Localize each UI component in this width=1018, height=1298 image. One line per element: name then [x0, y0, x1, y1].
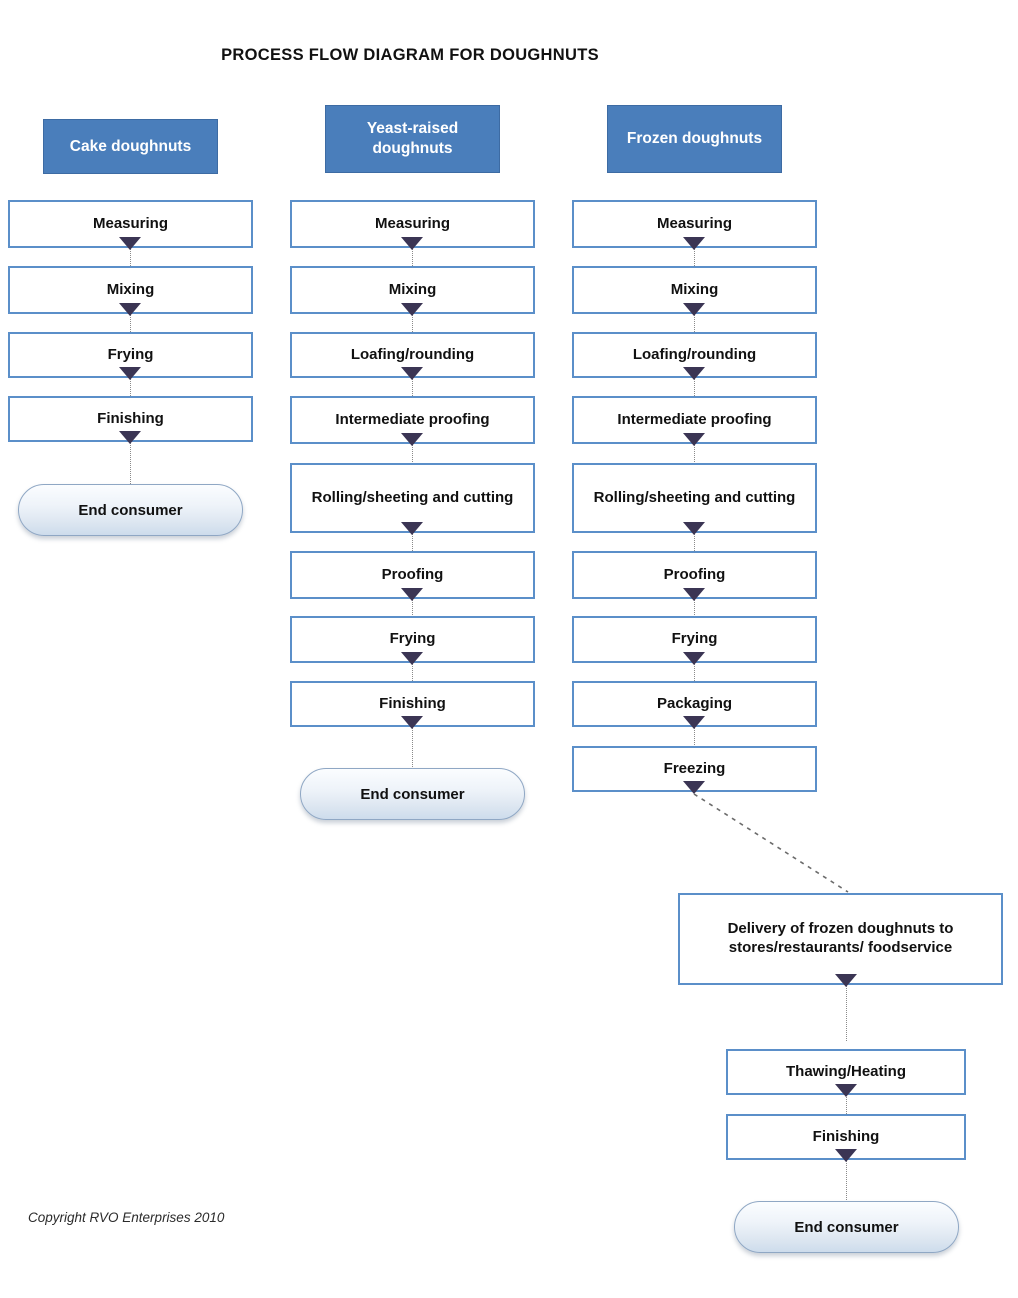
step-label: Finishing	[97, 409, 164, 427]
step-label: Mixing	[388, 280, 437, 298]
step-label: Loafing/rounding	[632, 345, 757, 363]
step-box-yeast-proofing[interactable]: Proofing	[290, 551, 535, 599]
arrowhead-icon	[401, 303, 423, 316]
terminator-label: End consumer	[360, 785, 465, 803]
column-header-yeast-raised: Yeast-raised doughnuts	[325, 105, 500, 173]
connector-stem	[130, 378, 131, 396]
step-box-yeast-finishing[interactable]: Finishing	[290, 681, 535, 727]
step-label: Finishing	[379, 694, 446, 712]
arrowhead-icon	[683, 716, 705, 729]
step-box-yeast-mixing[interactable]: Mixing	[290, 266, 535, 314]
connector-stem	[694, 727, 695, 745]
arrowhead-icon	[835, 1084, 857, 1097]
arrowhead-icon	[119, 431, 141, 444]
step-box-delivery-frozen-doughnuts[interactable]: Delivery of frozen doughnuts to stores/r…	[678, 893, 1003, 985]
arrowhead-icon	[683, 522, 705, 535]
copyright-notice: Copyright RVO Enterprises 2010	[28, 1210, 225, 1225]
arrowhead-icon	[683, 781, 705, 794]
connector-stem	[846, 1095, 847, 1114]
connector-stem	[694, 444, 695, 462]
step-label: Thawing/Heating	[786, 1062, 906, 1080]
arrowhead-icon	[683, 433, 705, 446]
arrowhead-icon	[119, 367, 141, 380]
column-header-frozen-label: Frozen doughnuts	[626, 130, 763, 148]
step-label: Proofing	[381, 565, 444, 583]
arrowhead-icon	[683, 237, 705, 250]
step-label: Frying	[389, 630, 436, 648]
terminator-yeast-end-consumer[interactable]: End consumer	[300, 768, 525, 820]
step-label: Packaging	[656, 694, 733, 712]
terminator-frozen-end-consumer[interactable]: End consumer	[734, 1201, 959, 1253]
step-label: Measuring	[374, 214, 450, 232]
arrowhead-icon	[401, 237, 423, 250]
step-label: Finishing	[812, 1127, 880, 1145]
arrowhead-icon	[401, 588, 423, 601]
column-header-cake: Cake doughnuts	[43, 119, 218, 174]
connector-stem	[130, 248, 131, 266]
step-label: Intermediate proofing	[335, 410, 490, 428]
step-label: Proofing	[663, 565, 726, 583]
terminator-label: End consumer	[78, 501, 183, 519]
step-label: Delivery of frozen doughnuts to stores/r…	[727, 920, 954, 956]
connector-stem	[846, 1160, 847, 1204]
arrowhead-icon	[683, 652, 705, 665]
column-header-cake-label: Cake doughnuts	[69, 137, 192, 155]
connector-stem	[694, 533, 695, 551]
column-header-frozen: Frozen doughnuts	[607, 105, 782, 173]
dotted-line	[693, 793, 849, 893]
connector-stem	[846, 985, 847, 1041]
arrowhead-icon	[401, 367, 423, 380]
step-label: Intermediate proofing	[617, 410, 772, 428]
arrowhead-icon	[119, 237, 141, 250]
step-label: Measuring	[656, 214, 732, 232]
step-box-frozen-rolling-sheeting-cutting[interactable]: Rolling/sheeting and cutting	[572, 463, 817, 533]
step-label: Mixing	[670, 280, 719, 298]
step-label: Frying	[671, 630, 718, 648]
step-box-yeast-rolling-sheeting-cutting[interactable]: Rolling/sheeting and cutting	[290, 463, 535, 533]
step-label: Mixing	[106, 280, 155, 298]
arrowhead-icon	[401, 433, 423, 446]
page-title: PROCESS FLOW DIAGRAM FOR DOUGHNUTS	[221, 46, 599, 64]
connector-stem	[694, 248, 695, 266]
connector-stem	[412, 663, 413, 681]
step-label: Frying	[107, 345, 154, 363]
arrowhead-icon	[401, 522, 423, 535]
arrowhead-icon	[835, 1149, 857, 1162]
step-label: Rolling/sheeting and cutting	[311, 488, 514, 506]
arrowhead-icon	[835, 974, 857, 987]
connector-stem	[412, 599, 413, 617]
step-label: Loafing/rounding	[350, 345, 475, 363]
arrowhead-icon	[683, 367, 705, 380]
terminator-label: End consumer	[794, 1218, 899, 1236]
connector-stem	[130, 314, 131, 332]
connector-stem	[412, 533, 413, 551]
arrowhead-icon	[683, 588, 705, 601]
connector-stem	[412, 727, 413, 771]
connector-stem	[412, 378, 413, 396]
connector-stem	[694, 378, 695, 396]
connector-stem	[694, 599, 695, 617]
diagonal-connector-freezing-to-delivery	[693, 793, 849, 893]
connector-stem	[694, 663, 695, 681]
column-header-yeast-raised-label: Yeast-raised doughnuts	[366, 120, 459, 157]
connector-stem	[412, 444, 413, 462]
arrowhead-icon	[683, 303, 705, 316]
step-label: Freezing	[663, 759, 726, 777]
terminator-cake-end-consumer[interactable]: End consumer	[18, 484, 243, 536]
step-label: Rolling/sheeting and cutting	[593, 488, 796, 506]
arrowhead-icon	[119, 303, 141, 316]
connector-stem	[412, 248, 413, 266]
connector-stem	[412, 314, 413, 332]
step-box-yeast-measuring[interactable]: Measuring	[290, 200, 535, 248]
connector-stem	[130, 442, 131, 486]
connector-stem	[694, 314, 695, 332]
arrowhead-icon	[401, 652, 423, 665]
arrowhead-icon	[401, 716, 423, 729]
step-label: Measuring	[92, 214, 168, 232]
